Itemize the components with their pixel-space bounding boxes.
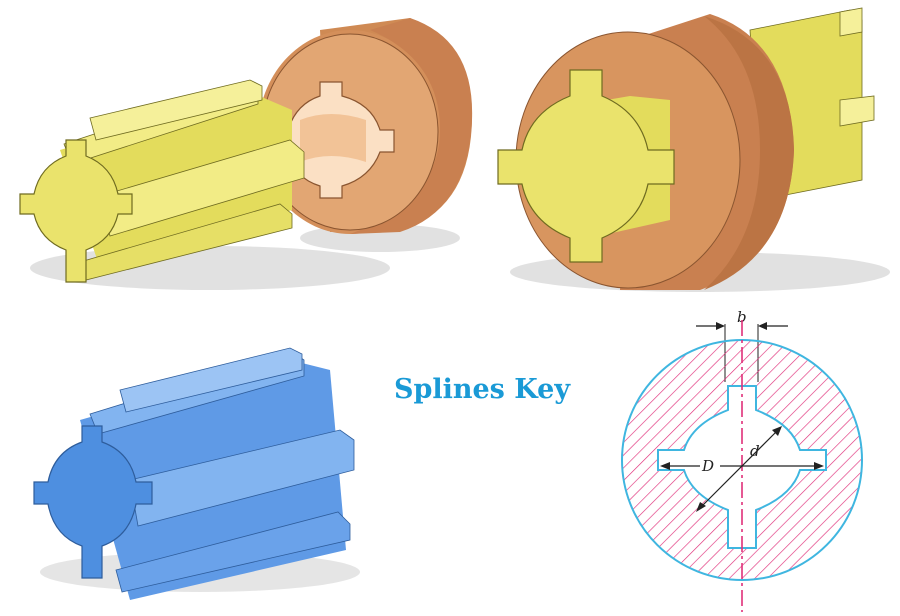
cross-section-drawing: b D d (600, 300, 900, 616)
assembled-view-illustration (490, 0, 900, 300)
assembled-shaft-front (497, 69, 675, 263)
blue-spline-shaft-illustration (20, 330, 380, 610)
title-container: Splines Key (372, 364, 592, 414)
hub-ring (258, 18, 473, 234)
label-D: D (701, 457, 714, 475)
splined-shaft (19, 79, 305, 283)
blue-shaft-end-face (33, 425, 153, 579)
exploded-view-illustration (0, 0, 500, 300)
label-d: d (750, 442, 760, 460)
shaft-end-face (19, 139, 133, 283)
label-b: b (737, 308, 747, 326)
dimension-d: d (696, 426, 782, 512)
diagram-title: Splines Key (393, 373, 571, 405)
dimension-D: D (660, 457, 824, 475)
